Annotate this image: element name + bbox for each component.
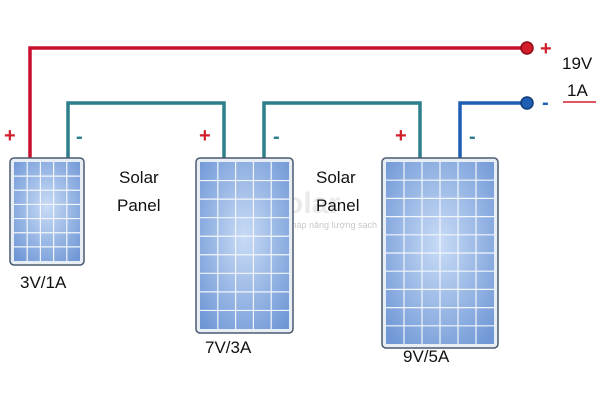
negative-output-terminal: [520, 96, 534, 110]
output-current: 1A: [567, 81, 588, 100]
output-voltage: 19V: [562, 54, 593, 73]
solar-panel-3: [381, 157, 499, 349]
panel-1-minus-sign: -: [76, 126, 83, 148]
watermark-tagline: Giải pháp năng lượng sạch: [268, 220, 377, 230]
panel-cells: [200, 162, 289, 329]
output-plus-sign: +: [540, 38, 552, 60]
solar-panel-2: [195, 157, 294, 334]
series-link-wire-2: [262, 101, 422, 158]
negative-output-wire: [458, 101, 526, 158]
solar-panel-1: [9, 157, 85, 266]
positive-output-terminal: [520, 41, 534, 55]
panel-2-plus-sign: +: [199, 125, 211, 147]
positive-output-wire: [28, 46, 526, 158]
series-link-wire-1: [66, 101, 226, 158]
panel-1-plus-sign: +: [4, 125, 16, 147]
panel-2-side-label-line-2: Panel: [316, 196, 359, 215]
output-minus-sign: -: [542, 92, 549, 114]
panel-3-minus-sign: -: [469, 126, 476, 148]
panel-1-side-label-line-2: Panel: [117, 196, 160, 215]
panel-3-plus-sign: +: [395, 125, 407, 147]
panel-2-rating: 7V/3A: [205, 338, 252, 357]
panel-2-side-label-line-1: Solar: [316, 168, 356, 187]
panel-cells: [14, 162, 80, 261]
panel-1-side-label-line-1: Solar: [119, 168, 159, 187]
panel-3-rating: 9V/5A: [403, 347, 450, 366]
panel-1-rating: 3V/1A: [20, 273, 67, 292]
panel-2-minus-sign: -: [273, 126, 280, 148]
